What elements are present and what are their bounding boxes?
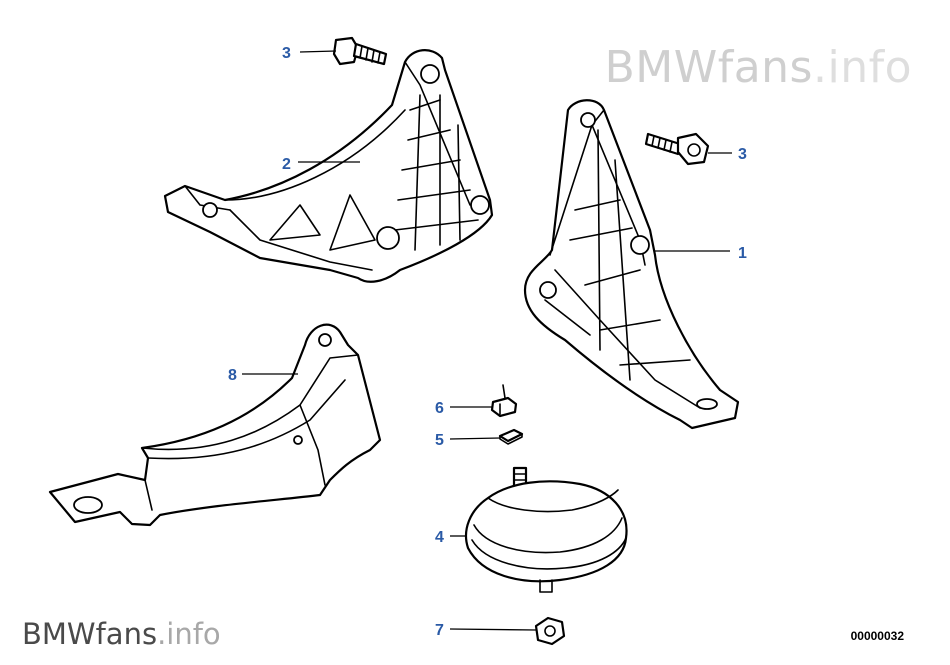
mount-bracket-hole-left: [539, 281, 557, 299]
diagram-code: 00000032: [850, 629, 904, 643]
part-4-rubber-mount[interactable]: [464, 466, 628, 593]
watermark-top: BMWfans.info: [605, 42, 912, 93]
part-1-mount-bracket[interactable]: [523, 99, 740, 430]
callout-3-top[interactable]: 3: [282, 45, 291, 62]
bracket-hole-right: [470, 195, 490, 215]
callout-5[interactable]: 5: [435, 432, 444, 449]
leader-3-top: [299, 50, 337, 53]
watermark-bottom-suffix: .info: [157, 617, 221, 651]
watermark-bottom: BMWfans.info: [22, 617, 221, 651]
mount-bracket-hole-mid: [630, 235, 650, 255]
bracket-hole-bottom: [376, 226, 400, 250]
heat-shield-hole-foot: [73, 496, 103, 514]
heat-shield-hole-top: [318, 333, 332, 347]
callout-3-right[interactable]: 3: [738, 146, 747, 163]
watermark-top-brand: BMWfans: [604, 42, 813, 93]
mount-bracket-hole-top: [580, 112, 596, 128]
leader-7: [449, 628, 537, 631]
callout-2[interactable]: 2: [282, 156, 291, 173]
heat-shield-hole-side: [293, 435, 303, 445]
leader-5: [449, 437, 501, 440]
callout-8[interactable]: 8: [228, 367, 237, 384]
part-6-nut[interactable]: [490, 384, 518, 418]
part-7-nut[interactable]: [534, 616, 566, 646]
part-5-washer[interactable]: [498, 428, 524, 445]
bracket-hole-top: [420, 64, 440, 84]
part-8-heat-shield[interactable]: [48, 323, 382, 527]
mount-bracket-hole-foot: [696, 398, 718, 410]
callout-1[interactable]: 1: [738, 245, 747, 262]
part-3-bolt-top[interactable]: [332, 36, 388, 66]
callout-4[interactable]: 4: [435, 529, 444, 546]
watermark-top-suffix: .info: [812, 42, 912, 93]
callout-6[interactable]: 6: [435, 400, 444, 417]
part-2-engine-bracket[interactable]: [163, 49, 494, 283]
watermark-bottom-brand: BMWfans: [22, 617, 158, 651]
callout-7[interactable]: 7: [435, 622, 444, 639]
bracket-hole-left: [202, 202, 218, 218]
part-3-bolt-right[interactable]: [644, 132, 710, 166]
